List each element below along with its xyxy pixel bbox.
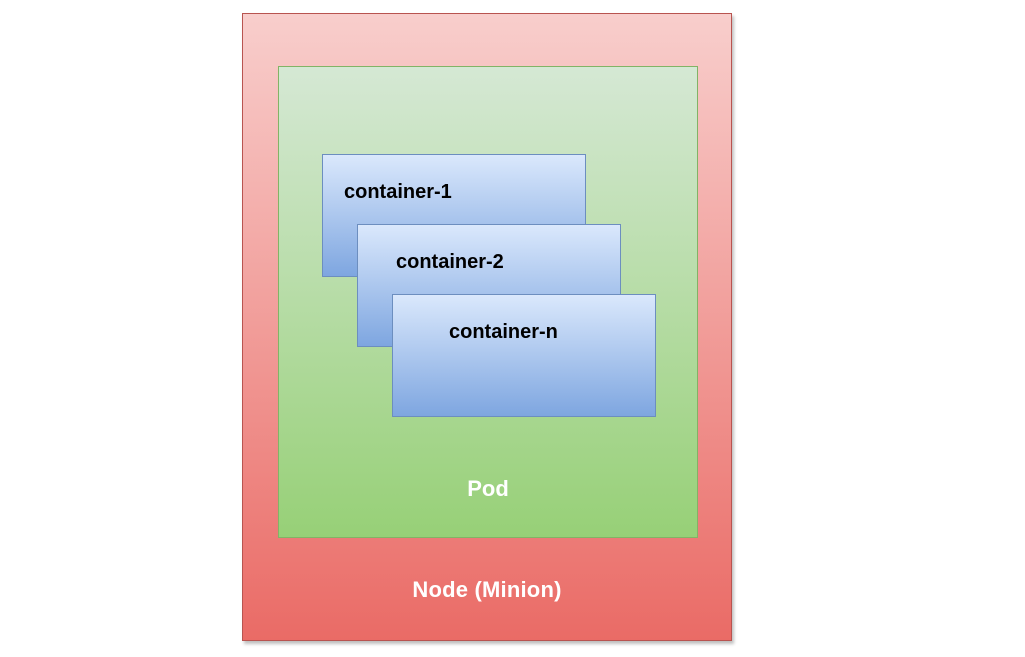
pod-label: Pod (467, 476, 509, 501)
container-label-1: container-1 (344, 181, 452, 203)
container-label-2: container-2 (396, 251, 504, 273)
pod-box: container-1 container-2 container-n Pod (278, 66, 698, 538)
node-box: container-1 container-2 container-n Pod … (242, 13, 732, 641)
container-label-n: container-n (449, 321, 558, 343)
node-label: Node (Minion) (412, 577, 562, 602)
container-box-n: container-n (392, 294, 656, 417)
